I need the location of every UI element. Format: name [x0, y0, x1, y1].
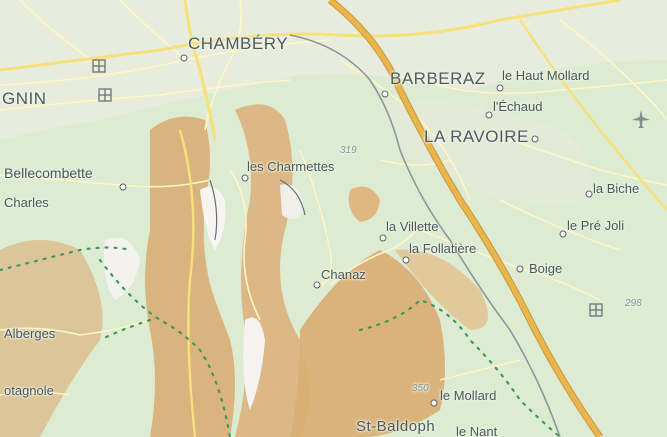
label-otagnole[interactable]: otagnole [4, 383, 54, 398]
village-dot-icon [531, 135, 539, 143]
label-la-follatiere[interactable]: la Follatière [409, 241, 477, 256]
village-dot-icon [402, 256, 410, 264]
label-le-haut-mollard[interactable]: le Haut Mollard [502, 68, 590, 83]
rock-area-4 [280, 184, 305, 219]
urban-area-north [0, 0, 667, 140]
label-alberges[interactable]: Alberges [4, 326, 56, 341]
village-dot-icon [241, 174, 249, 182]
relief-slope-east [395, 249, 488, 330]
label-st-baldoph[interactable]: St-Baldoph [356, 418, 436, 435]
label-chanaz[interactable]: Chanaz [321, 267, 366, 282]
village-dot-icon [180, 54, 188, 62]
airfield-icon [632, 110, 650, 128]
village-dot-icon [559, 230, 567, 238]
label-la-ravoire[interactable]: LA RAVOIRE [424, 127, 529, 146]
elevation-298: 298 [625, 298, 642, 309]
elevation-350: 350 [412, 383, 429, 394]
village-dot-icon [485, 111, 493, 119]
relief-knoll [348, 186, 380, 222]
village-dot-icon [430, 399, 438, 407]
label-les-charmettes[interactable]: les Charmettes [247, 159, 335, 174]
label-boige[interactable]: Boige [529, 261, 563, 276]
label-le-nant[interactable]: le Nant [456, 424, 498, 437]
village-dot-icon [119, 183, 127, 191]
rock-area-1 [200, 186, 226, 250]
railway-line [289, 34, 561, 437]
rock-area-2 [103, 237, 140, 300]
village-dot-icon [585, 190, 593, 198]
label-la-villette[interactable]: la Villette [386, 219, 439, 234]
label-l-echaud[interactable]: l'Échaud [493, 99, 543, 114]
label-gnin[interactable]: GNIN [2, 89, 47, 108]
elevation-319: 319 [340, 145, 357, 156]
village-dot-icon [516, 265, 524, 273]
village-dot-icon [381, 90, 389, 98]
church-icon [589, 303, 603, 317]
motorway [328, 0, 603, 437]
relief-ridge-st-baldoph [290, 250, 445, 437]
label-le-pre-joli[interactable]: le Pré Joli [567, 218, 625, 233]
relief-ridge-southwest [0, 240, 103, 437]
rock-area-3 [243, 317, 265, 410]
church-icon [92, 59, 106, 73]
label-chambery[interactable]: CHAMBÉRY [188, 34, 289, 53]
urban-area-la-ravoire [380, 99, 592, 203]
label-le-mollard[interactable]: le Mollard [440, 388, 497, 403]
village-dot-icon [496, 84, 504, 92]
label-charles[interactable]: Charles [4, 195, 49, 210]
hiking-trails [0, 246, 562, 437]
label-la-biche[interactable]: la Biche [593, 181, 640, 196]
label-barberaz[interactable]: BARBERAZ [390, 69, 486, 88]
label-bellecombette[interactable]: Bellecombette [4, 165, 93, 181]
church-icon [98, 88, 112, 102]
local-roads-dark [209, 179, 306, 241]
village-dot-icon [313, 281, 321, 289]
village-dot-icon [379, 234, 387, 242]
